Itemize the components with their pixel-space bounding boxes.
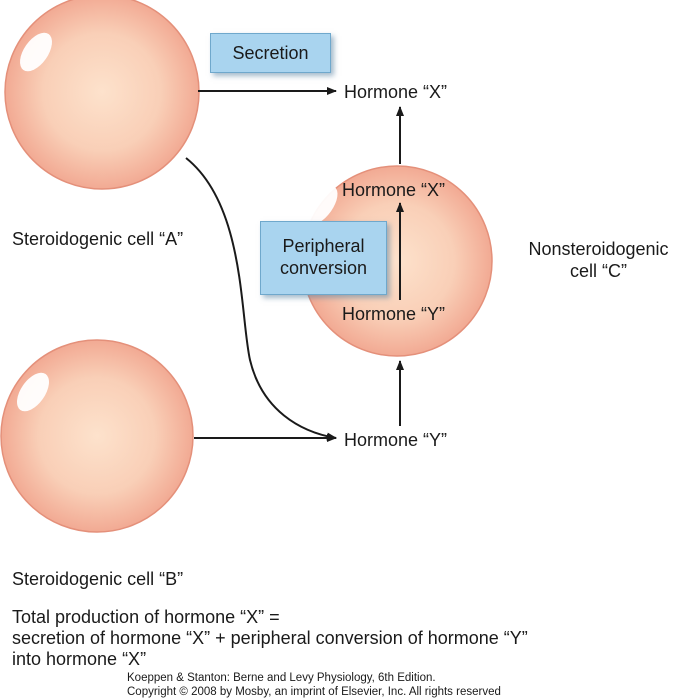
secretion-box: Secretion bbox=[210, 33, 331, 73]
cell-b-label: Steroidogenic cell “B” bbox=[12, 569, 184, 589]
hormone-y-label-inner: Hormone “Y” bbox=[342, 304, 446, 324]
nonsteroidogenic-cell-c bbox=[301, 165, 493, 357]
cell-b-highlight bbox=[17, 372, 49, 412]
peripheral-label-line2: conversion bbox=[279, 258, 368, 278]
credit-line1: Koeppen & Stanton: Berne and Levy Physio… bbox=[127, 672, 436, 684]
footer-line2: secretion of hormone “X” + peripheral co… bbox=[12, 628, 528, 648]
cell-c-label: Nonsteroidogenic cell “C” bbox=[520, 238, 677, 282]
hormone-x-label-inner: Hormone “X” bbox=[342, 180, 446, 200]
hormone-y-label-bottom: Hormone “Y” bbox=[344, 430, 448, 450]
hormone-x-label-top: Hormone “X” bbox=[344, 82, 448, 102]
footer-line3: into hormone “X” bbox=[12, 649, 147, 669]
cell-c-label-line1: Nonsteroidogenic bbox=[528, 239, 669, 259]
cell-a-highlight bbox=[20, 32, 52, 72]
cell-a-label: Steroidogenic cell “A” bbox=[12, 229, 184, 249]
peripheral-conversion-box: Peripheral conversion bbox=[260, 221, 387, 295]
steroidogenic-cell-a bbox=[4, 0, 200, 190]
footer-line1: Total production of hormone “X” = bbox=[12, 607, 280, 627]
secretion-label: Secretion bbox=[232, 43, 309, 63]
arrow-cell-a-to-hormone-y bbox=[185, 157, 337, 441]
cell-c-label-line2: cell “C” bbox=[570, 261, 627, 281]
peripheral-label-line1: Peripheral bbox=[282, 236, 365, 256]
credit-line2: Copyright © 2008 by Mosby, an imprint of… bbox=[127, 686, 501, 698]
cell-c-highlight bbox=[306, 185, 338, 225]
steroidogenic-cell-b bbox=[0, 339, 194, 533]
